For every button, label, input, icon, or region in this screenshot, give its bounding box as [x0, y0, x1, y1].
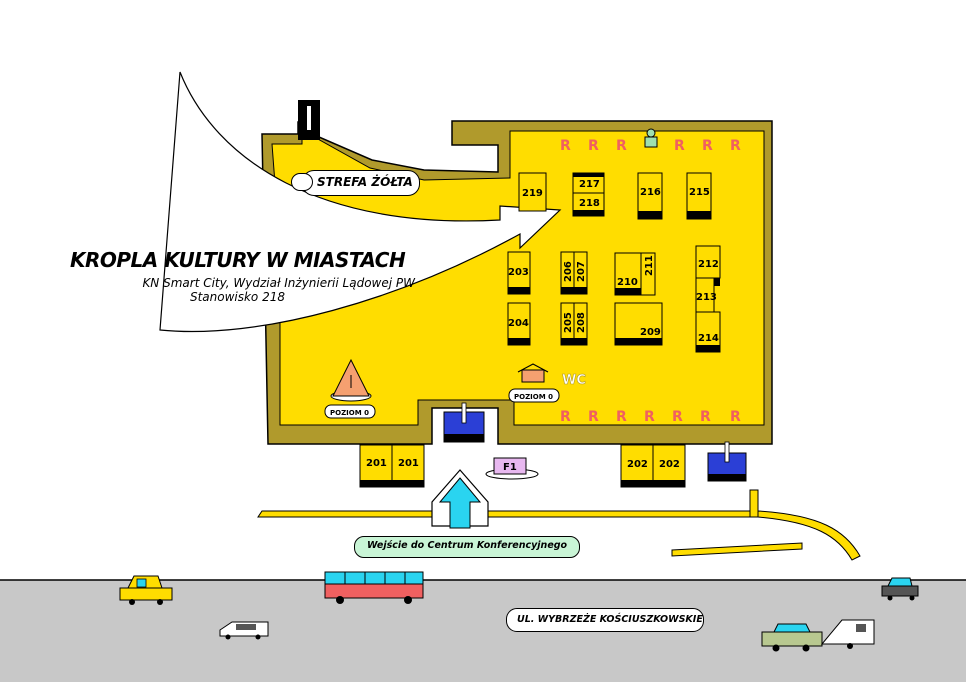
entrance-label: Wejście do Centrum Konferencyjnego [354, 536, 580, 558]
svg-text:203: 203 [508, 267, 529, 278]
booth-211[interactable]: 211 [640, 252, 656, 296]
level-badge: POZIOM 0 [508, 388, 560, 403]
event-details: KN Smart City, Wydział Inżynierii Lądowe… [80, 276, 415, 304]
svg-text:217: 217 [579, 179, 600, 190]
svg-text:R: R [560, 409, 571, 425]
svg-text:205: 205 [563, 312, 574, 333]
arrow-up-icon [431, 469, 489, 529]
info-icon [707, 441, 747, 482]
car-icon [761, 623, 823, 652]
svg-text:POZIOM 0: POZIOM 0 [514, 393, 553, 401]
booth-216[interactable]: 216 [637, 172, 663, 220]
booth-217[interactable]: 217 [572, 172, 605, 194]
car-icon [881, 577, 919, 601]
info-icon [443, 402, 485, 443]
svg-text:213: 213 [696, 292, 717, 303]
svg-text:202: 202 [659, 459, 680, 470]
svg-text:R: R [674, 138, 685, 154]
svg-text:R: R [702, 138, 713, 154]
svg-text:R: R [588, 409, 599, 425]
booth-219[interactable]: 219 [518, 172, 547, 212]
toilet-icon: WC [517, 363, 586, 388]
person-icon [644, 128, 658, 148]
svg-text:F1: F1 [503, 462, 517, 473]
svg-text:209: 209 [640, 327, 661, 338]
booth-207[interactable]: 207 [573, 251, 588, 295]
stage-tent-icon [330, 358, 372, 402]
reserved-markers-bottom: R R R R R R R [560, 409, 741, 425]
booth-202-left[interactable]: 202 [620, 444, 654, 488]
bus-icon [324, 571, 424, 604]
svg-text:214: 214 [698, 333, 719, 344]
info-tower [298, 100, 320, 140]
svg-text:R: R [730, 138, 741, 154]
booth-203[interactable]: 203 [507, 251, 531, 295]
booth-208[interactable]: 208 [573, 302, 588, 346]
booth-214[interactable]: 214 [695, 311, 721, 353]
cloud-icon [291, 173, 313, 191]
svg-text:212: 212 [698, 259, 719, 270]
booth-204[interactable]: 204 [507, 302, 531, 346]
booth-212[interactable]: 212 [695, 245, 721, 286]
svg-text:R: R [616, 138, 627, 154]
car-icon [119, 575, 173, 605]
svg-text:201: 201 [398, 458, 419, 469]
svg-text:219: 219 [522, 188, 543, 199]
wc-label: WC [562, 373, 586, 388]
food-truck-f1: F1 [485, 457, 539, 480]
booth-210[interactable]: 210 [614, 252, 655, 296]
svg-text:215: 215 [689, 187, 710, 198]
zone-label: STREFA ŻÓŁTA [317, 175, 413, 189]
svg-text:204: 204 [508, 318, 529, 329]
level-badge: POZIOM 0 [324, 404, 376, 419]
svg-text:202: 202 [627, 459, 648, 470]
booth-205[interactable]: 205 [560, 302, 575, 346]
exhibitor-name: KN Smart City, Wydział Inżynierii Lądowe… [142, 276, 415, 290]
svg-text:R: R [644, 409, 655, 425]
svg-text:207: 207 [576, 261, 587, 282]
booth-201-left[interactable]: 201 [359, 444, 393, 488]
booth-209[interactable]: 209 [614, 302, 663, 346]
booth-215[interactable]: 215 [686, 172, 712, 220]
zone-badge: STREFA ŻÓŁTA [291, 170, 420, 196]
event-title: KROPLA KULTURY W MIASTACH [70, 248, 406, 272]
booth-202-right[interactable]: 202 [652, 444, 686, 488]
svg-text:201: 201 [366, 458, 387, 469]
caravan-icon [820, 619, 875, 649]
svg-text:R: R [672, 409, 683, 425]
svg-text:R: R [616, 409, 627, 425]
svg-text:POZIOM 0: POZIOM 0 [330, 409, 369, 417]
booth-218[interactable]: 218 [572, 192, 605, 217]
reserved-markers-top: R R R R R R [560, 138, 741, 154]
svg-text:208: 208 [576, 312, 587, 333]
street-name: UL. WYBRZEŻE KOŚCIUSZKOWSKIE [506, 608, 704, 632]
svg-text:206: 206 [563, 261, 574, 282]
direction-swoosh [159, 71, 562, 333]
svg-text:R: R [560, 138, 571, 154]
svg-text:216: 216 [640, 187, 661, 198]
booth-201-right[interactable]: 201 [391, 444, 425, 488]
svg-text:210: 210 [617, 277, 638, 288]
svg-text:R: R [700, 409, 711, 425]
svg-text:218: 218 [579, 198, 600, 209]
stand-number: Stanowisko 218 [189, 290, 285, 304]
booth-206[interactable]: 206 [560, 251, 575, 295]
booth-213[interactable]: 213 [695, 277, 717, 313]
walkway [257, 489, 861, 561]
car-icon [219, 621, 269, 640]
svg-text:R: R [730, 409, 741, 425]
svg-text:R: R [588, 138, 599, 154]
svg-text:211: 211 [644, 255, 655, 276]
